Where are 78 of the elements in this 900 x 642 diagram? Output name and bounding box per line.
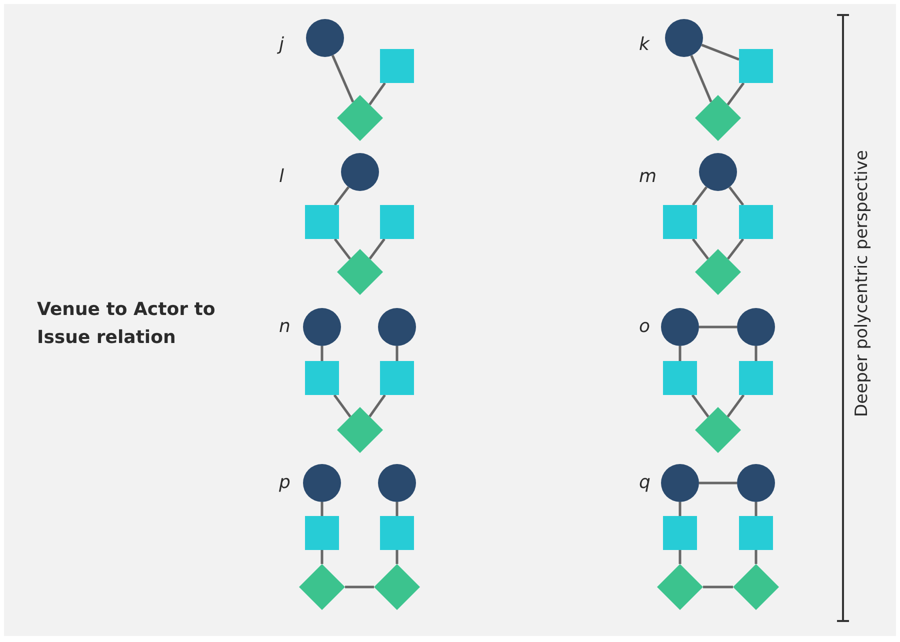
square-node [739, 49, 773, 83]
square-node [663, 361, 697, 395]
connector-line [333, 394, 352, 418]
square-node [739, 361, 773, 395]
connector-line [699, 326, 737, 328]
connector-line [678, 502, 682, 516]
connector-line [701, 44, 740, 61]
connector-line [320, 550, 324, 564]
connector-line [396, 550, 398, 564]
motif-letter: k [639, 34, 650, 55]
square-node [380, 516, 414, 550]
motif-letter: o [639, 316, 650, 337]
connector-line [754, 502, 758, 516]
connector-line [728, 186, 744, 206]
square-node [663, 205, 697, 239]
circle-node [737, 464, 775, 502]
motif-letter: p [279, 472, 290, 493]
square-node [380, 49, 414, 83]
motif-letter: q [639, 472, 650, 493]
motif-letter: l [279, 166, 284, 187]
connector-line [690, 55, 712, 102]
square-node [305, 516, 339, 550]
circle-node [378, 464, 416, 502]
square-node [380, 205, 414, 239]
connector-line [691, 394, 710, 418]
connector-line [334, 186, 350, 206]
connector-line [726, 82, 745, 106]
connector-line [320, 346, 324, 361]
circle-node [378, 308, 416, 346]
side-heading: Venue to Actor to Issue relation [37, 298, 216, 350]
connector-line [396, 346, 398, 361]
circle-node [737, 308, 775, 346]
connector-line [692, 238, 710, 260]
connector-line [692, 186, 708, 206]
circle-node [306, 19, 344, 57]
circle-node [665, 19, 703, 57]
circle-node [303, 464, 341, 502]
motif-letter: j [279, 34, 284, 55]
diamond-node [374, 564, 420, 610]
circle-node [661, 308, 699, 346]
diamond-node [695, 249, 741, 295]
connector-line [678, 346, 682, 361]
connector-line [678, 550, 682, 564]
diamond-node [695, 407, 741, 453]
circle-node [341, 153, 379, 191]
motif-letter: m [639, 166, 657, 187]
circle-node [661, 464, 699, 502]
connector-line [368, 238, 386, 260]
diamond-node [337, 95, 383, 141]
diamond-node [733, 564, 779, 610]
square-node [380, 361, 414, 395]
motif-letter: n [279, 316, 290, 337]
diamond-node [299, 564, 345, 610]
connector-line [334, 238, 352, 260]
connector-line [754, 346, 758, 361]
diamond-node [657, 564, 703, 610]
connector-line [703, 586, 733, 588]
connector-line [345, 586, 374, 588]
connector-line [368, 82, 386, 106]
circle-node [699, 153, 737, 191]
connector-line [726, 238, 744, 260]
square-node [305, 205, 339, 239]
connector-line [368, 394, 386, 418]
square-node [663, 516, 697, 550]
connector-line [754, 550, 758, 564]
diamond-node [337, 407, 383, 453]
diamond-node [337, 249, 383, 295]
connector-line [396, 502, 398, 516]
circle-node [303, 308, 341, 346]
diamond-node [695, 95, 741, 141]
square-node [305, 361, 339, 395]
square-node [739, 516, 773, 550]
connector-line [726, 394, 745, 418]
square-node [739, 205, 773, 239]
connector-line [331, 54, 354, 102]
axis-label: Deeper polycentric perspective [852, 150, 872, 417]
connector-line [320, 502, 324, 516]
connector-line [699, 482, 737, 484]
